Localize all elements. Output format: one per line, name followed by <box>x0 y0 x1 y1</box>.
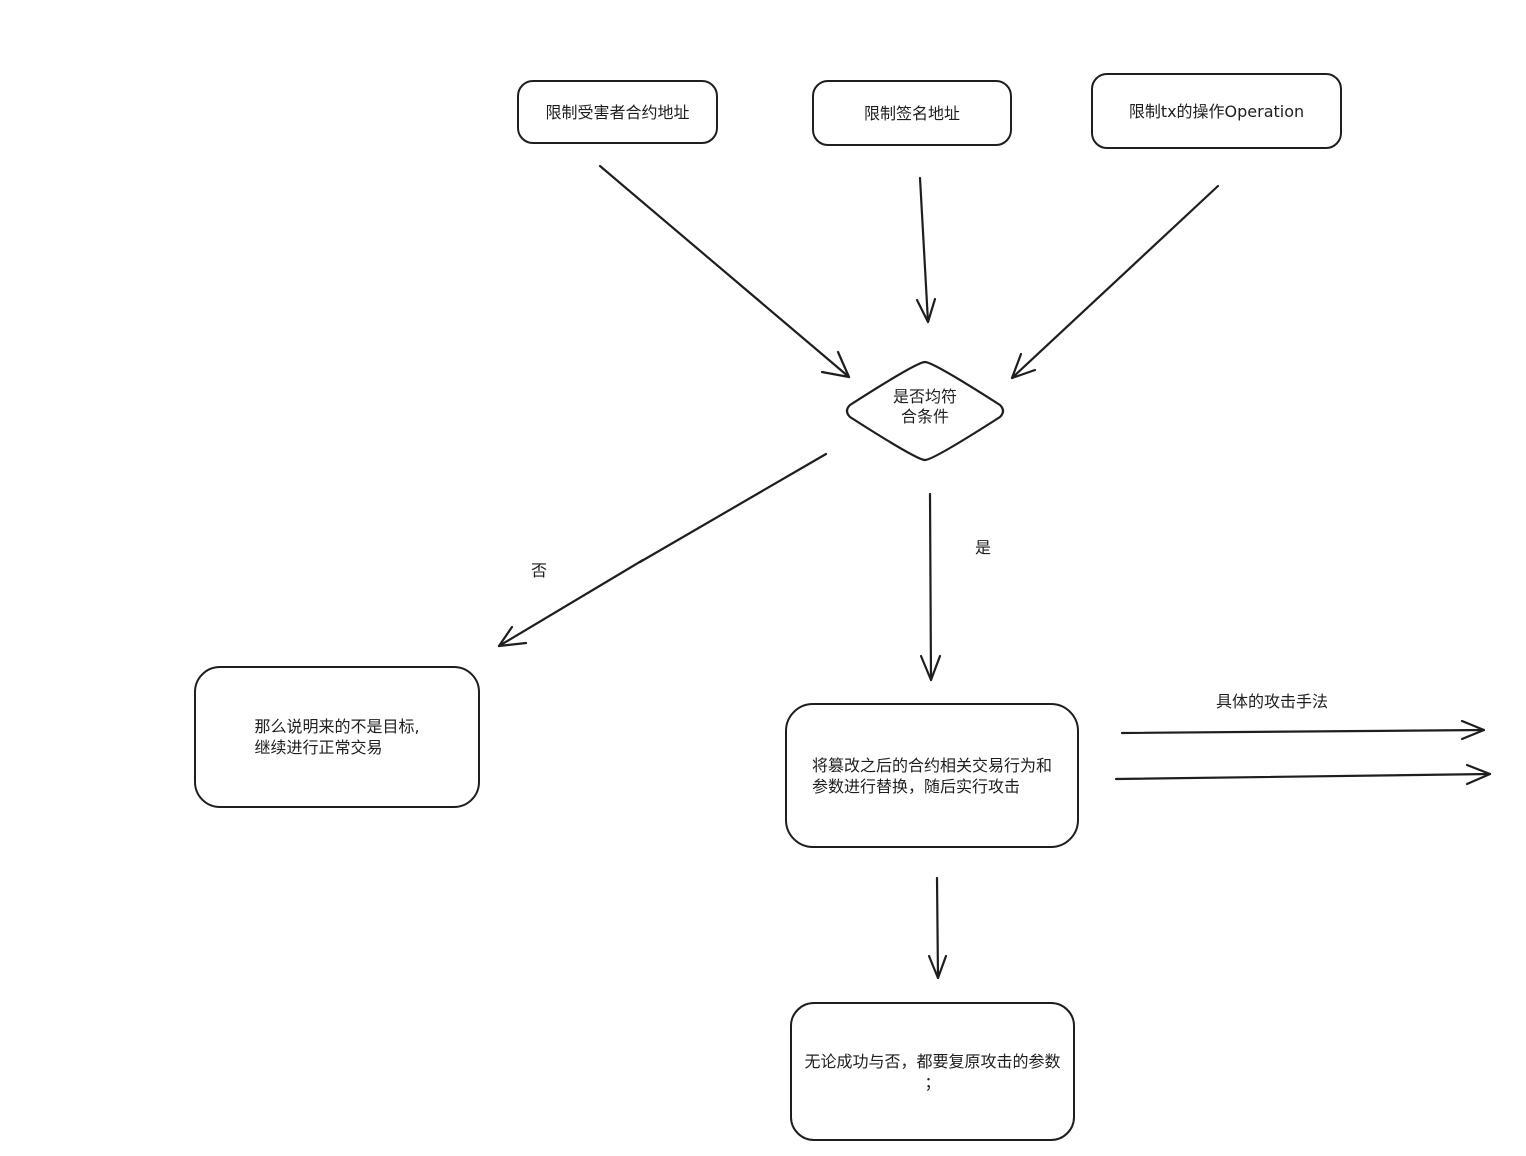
arrow-to-restore <box>927 876 948 980</box>
node-limit-victim-contract-label: 限制受害者合约地址 <box>545 102 690 122</box>
node-normal-trade-label: 那么说明来的不是目标, 继续进行正常交易 <box>254 717 420 757</box>
decision-diamond[interactable] <box>845 360 1005 462</box>
arrow-victim-to-decision <box>598 164 851 379</box>
edge-label-no: 否 <box>531 561 548 580</box>
node-normal-trade[interactable]: 那么说明来的不是目标, 继续进行正常交易 <box>194 666 480 808</box>
arrow-yes-branch <box>919 492 942 682</box>
node-limit-tx-operation[interactable]: 限制tx的操作Operation <box>1091 73 1342 149</box>
edge-label-yes: 是 <box>975 538 992 557</box>
decision-label: 是否均符 合条件 <box>892 387 957 426</box>
arrow-attack-method-1 <box>1120 719 1486 741</box>
node-replace-attack[interactable]: 将篡改之后的合约相关交易行为和 参数进行替换，随后实行攻击 <box>785 703 1079 848</box>
node-limit-victim-contract[interactable]: 限制受害者合约地址 <box>517 80 718 144</box>
arrow-no-branch <box>497 452 828 648</box>
arrow-operation-to-decision <box>1010 184 1220 380</box>
arrow-attack-method-2 <box>1114 763 1492 786</box>
node-limit-signer-label: 限制签名地址 <box>863 103 960 123</box>
node-restore-params-label: 无论成功与否，都要复原攻击的参数 ； <box>804 1051 1061 1092</box>
edge-label-attack-methods: 具体的攻击手法 <box>1216 692 1329 711</box>
node-replace-attack-label: 将篡改之后的合约相关交易行为和 参数进行替换，随后实行攻击 <box>811 755 1052 796</box>
node-restore-params[interactable]: 无论成功与否，都要复原攻击的参数 ； <box>790 1002 1075 1141</box>
arrow-signer-to-decision <box>915 176 937 324</box>
node-limit-signer[interactable]: 限制签名地址 <box>812 80 1012 146</box>
node-limit-tx-operation-label: 限制tx的操作Operation <box>1128 101 1305 121</box>
